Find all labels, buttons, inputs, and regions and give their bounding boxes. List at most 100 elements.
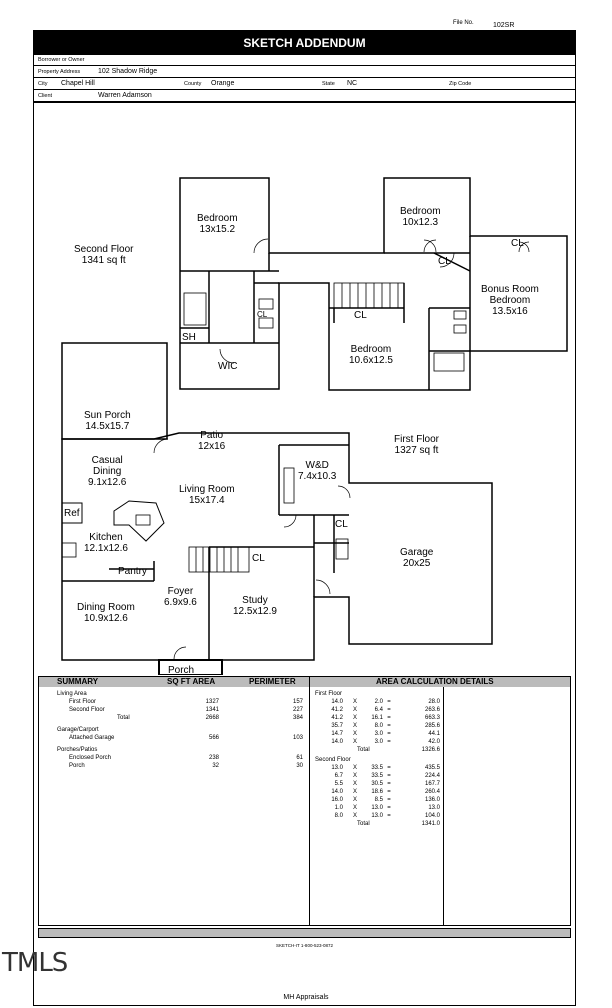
borrower-label: Borrower or Owner	[38, 57, 85, 63]
room-dim: 13.5x16	[492, 306, 528, 317]
door-swings-lower	[153, 438, 351, 660]
file-no-value: 102SR	[493, 22, 515, 29]
room-living: Living Room 15x17.4	[179, 484, 235, 506]
calc-cell: X	[352, 739, 357, 745]
calc-cell: 6.4	[374, 707, 383, 713]
summary-header: SUMMARY SQ FT AREA PERIMETER AREA CALCUL…	[39, 677, 570, 687]
calc-cell: 8.0	[374, 723, 383, 729]
calc-cell: X	[352, 813, 357, 819]
room-name-2: Dining	[93, 466, 122, 477]
calc-cell: =	[387, 723, 391, 729]
second-floor-area: 1341 sq ft	[81, 255, 126, 266]
room-name: Patio	[200, 430, 224, 441]
room-name: Foyer	[167, 586, 194, 597]
room-dim: 9.1x12.6	[88, 477, 127, 488]
calc-cell: =	[387, 707, 391, 713]
closet-2: CL	[438, 256, 451, 267]
closet-5: CL	[252, 553, 265, 564]
calc-cell: X	[352, 723, 357, 729]
calc-cell: 13.0	[371, 805, 383, 811]
room-dim: 14.5x15.7	[85, 421, 130, 432]
calc-cell: 14.7	[331, 731, 343, 737]
living-total-label: Total	[117, 715, 130, 721]
room-casual-dining: Casual Dining 9.1x12.6	[88, 455, 126, 488]
room-dim: 12.1x12.6	[84, 543, 128, 554]
calc-cell: 14.0	[331, 789, 343, 795]
zip-label: Zip Code	[449, 81, 472, 87]
calc-cell: 16.0	[331, 797, 343, 803]
room-garage: Garage 20x25	[400, 547, 433, 569]
room-name: Garage	[400, 547, 434, 558]
room-name: Bonus Room	[481, 284, 539, 295]
room-porch: Porch	[168, 665, 194, 676]
calc-cell: =	[387, 765, 391, 771]
calc-second-total: 1341.0	[421, 821, 440, 827]
closet-4: CL	[354, 310, 367, 321]
first-floor-title: First Floor	[394, 434, 439, 445]
first-floor-label: First Floor 1327 sq ft	[394, 434, 439, 456]
room-bonus: Bonus Room Bedroom 13.5x16	[481, 284, 539, 317]
calc-cell: 18.6	[371, 789, 383, 795]
addendum-frame: SKETCH ADDENDUM Borrower or Owner Proper…	[33, 30, 576, 1006]
room-dim: 10.9x12.6	[83, 613, 128, 624]
divider	[309, 677, 310, 925]
living-area-label: Living Area	[57, 691, 87, 697]
client-label: Client	[38, 93, 53, 99]
calc-cell: 167.7	[424, 781, 440, 787]
garage-sqft: 566	[208, 735, 219, 741]
calc-cell: X	[352, 715, 357, 721]
calc-cell: X	[352, 789, 357, 795]
header-area-calc: AREA CALCULATION DETAILS	[376, 677, 494, 686]
enclosed-porch-label: Enclosed Porch	[69, 755, 112, 761]
sketch-credit: SKETCH-IT 1-800-523-0872	[276, 943, 333, 948]
stairs-lower	[188, 546, 250, 573]
calc-cell: 14.0	[331, 699, 343, 705]
room-name: Study	[242, 595, 268, 606]
calc-cell: 35.7	[331, 723, 343, 729]
garage-carport-label: Garage/Carport	[57, 727, 99, 733]
room-shower: SH	[182, 332, 196, 343]
calc-cell: 1.0	[334, 805, 343, 811]
calc-cell: =	[387, 813, 391, 819]
calc-cell: 263.6	[424, 707, 440, 713]
room-name: Dining Room	[77, 602, 135, 613]
room-patio: Patio 12x16	[198, 430, 225, 452]
room-name-2: Bedroom	[489, 295, 531, 306]
calc-cell: =	[387, 739, 391, 745]
calc-cell: 44.1	[428, 731, 440, 737]
room-dim: 12.5x12.9	[233, 606, 277, 617]
room-kitchen: Kitchen 12.1x12.6	[84, 532, 128, 554]
room-foyer: Foyer 6.9x9.6	[164, 586, 197, 608]
calc-cell: X	[352, 731, 357, 737]
calc-cell: 260.4	[424, 789, 440, 795]
calc-cell: 33.5	[371, 773, 383, 779]
divider	[443, 687, 444, 925]
room-sun-porch: Sun Porch 14.5x15.7	[84, 410, 131, 432]
second-floor-label: Second Floor 1341 sq ft	[74, 244, 133, 266]
property-label: Property Address	[38, 69, 81, 75]
calc-cell: 13.0	[371, 813, 383, 819]
floor-plan-drawing	[61, 177, 568, 675]
porch-perim: 30	[296, 763, 303, 769]
refrigerator-label: Ref	[64, 508, 80, 519]
summary-table: SUMMARY SQ FT AREA PERIMETER AREA CALCUL…	[38, 676, 571, 926]
door-swings-upper	[219, 238, 530, 364]
porches-label: Porches/Patios	[57, 747, 98, 753]
calc-cell: X	[352, 699, 357, 705]
room-dining: Dining Room 10.9x12.6	[77, 602, 135, 624]
room-name: Kitchen	[89, 532, 123, 543]
calc-cell: =	[387, 731, 391, 737]
room-dim: 6.9x9.6	[164, 597, 197, 608]
borrower-row: Borrower or Owner	[34, 55, 575, 66]
calc-cell: 3.0	[374, 739, 383, 745]
garage-perim: 103	[292, 735, 303, 741]
room-dim: 7.4x10.3	[298, 471, 337, 482]
calc-cell: 33.5	[371, 765, 383, 771]
calc-cell: =	[387, 699, 391, 705]
floor-plan: Second Floor 1341 sq ft First Floor 1327…	[34, 102, 575, 676]
property-row: Property Address 102 Shadow Ridge	[34, 67, 575, 78]
first-floor-label: First Floor	[69, 699, 96, 705]
room-bedroom-3: Bedroom 10.6x12.5	[349, 344, 393, 366]
tmls-logo: TMLS	[2, 948, 68, 978]
calc-cell: 285.6	[424, 723, 440, 729]
